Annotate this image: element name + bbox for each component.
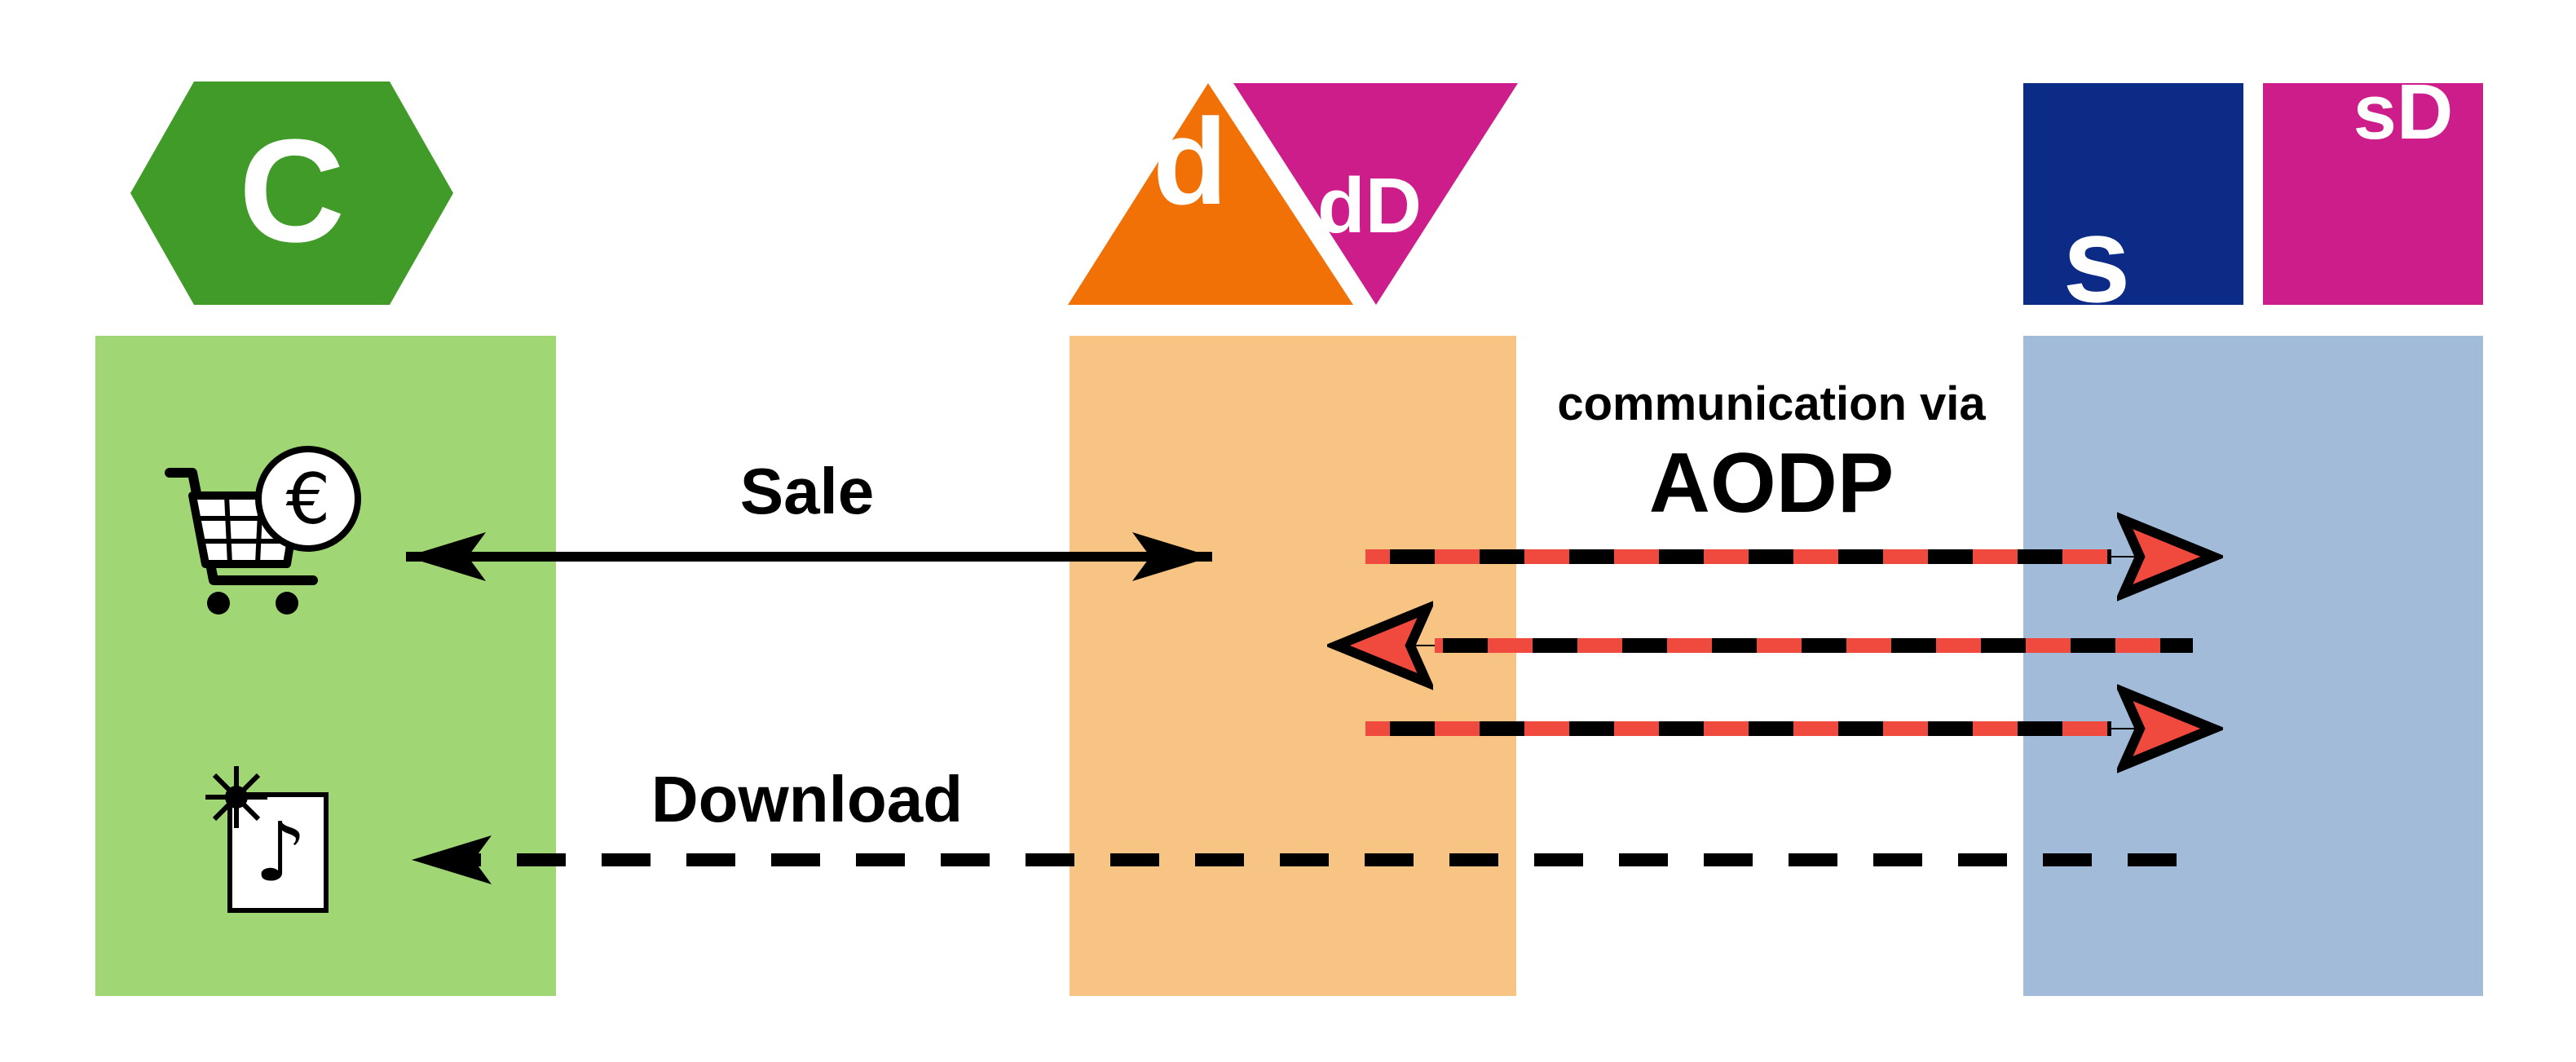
communication-label: communication via [1557,377,1986,430]
download-connection: Download [412,763,2177,884]
download-label: Download [651,763,963,835]
music-note-glyph: ♪ [254,804,307,900]
distributor-domain-logo-triangle [1233,83,1518,305]
new-star-icon [205,766,267,828]
protocol-label: AODP [1649,436,1894,531]
sale-label: Sale [740,455,875,527]
euro-coin-icon: € [255,446,361,552]
service-logo-letter: s [2062,191,2130,328]
distributor-domain-logo-label: dD [1317,162,1422,249]
service-panel [2023,336,2483,996]
client-logo-letter: C [239,109,345,273]
distributor-column: d dD [1068,83,1518,996]
distributor-logo-triangle [1068,83,1353,305]
service-domain-logo-square [2263,83,2483,305]
distributor-logo-letter: d [1153,93,1228,230]
service-domain-logo-label: sD [2353,68,2454,156]
client-column: C € ♪ [95,82,556,996]
music-file-icon: ♪ [227,792,329,913]
euro-glyph: € [286,459,331,540]
aodp-communication: communication via AODP [1337,377,2213,729]
client-logo-hexagon [130,82,453,305]
distributor-panel [1070,336,1516,996]
sale-connection: Sale [406,455,1212,581]
service-logo-square [2023,83,2243,305]
service-column: s sD [2023,68,2483,996]
